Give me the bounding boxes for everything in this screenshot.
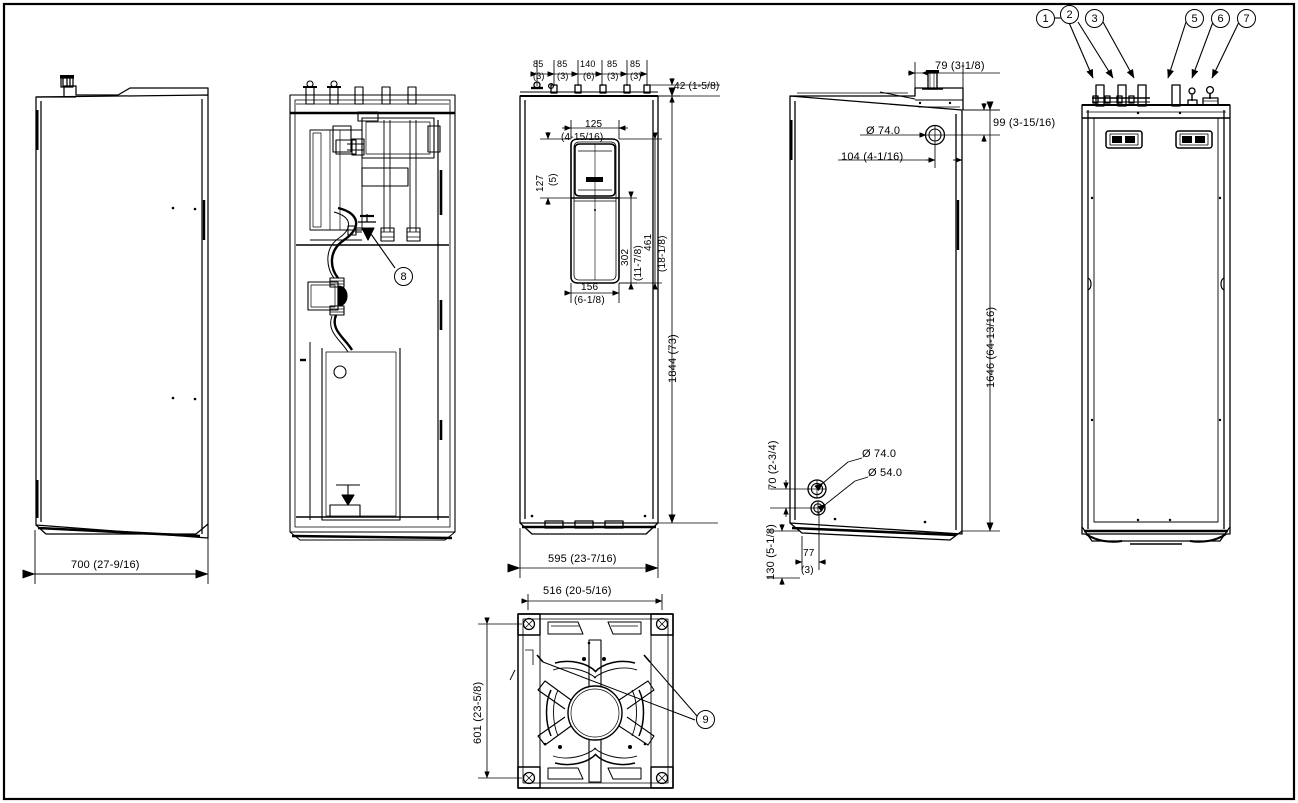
dim-front-overall-width-label: 595 (23-7/16)	[548, 553, 617, 565]
view-right-side	[789, 70, 964, 541]
dim-pipe-1-inch: (3)	[533, 71, 545, 81]
dim-panel-outer-height-mm: 461	[643, 233, 654, 251]
dim-left-view-width-label: 700 (27-9/16)	[71, 559, 140, 571]
balloon-2[interactable]: 2	[1060, 5, 1079, 24]
dim-pipe-3-inch: (6)	[583, 71, 595, 81]
balloon-8-number: 8	[400, 270, 407, 283]
dim-bottom-depth-label: 601 (23-5/8)	[472, 681, 484, 744]
dims-right-view	[768, 62, 1000, 585]
balloon-3-number: 3	[1091, 12, 1098, 25]
view-front	[519, 81, 659, 535]
balloon-2-number: 2	[1066, 8, 1073, 21]
balloon-5[interactable]: 5	[1185, 9, 1204, 28]
view-left-side	[35, 75, 209, 539]
balloon-9-number: 9	[702, 713, 709, 726]
balloon-3[interactable]: 3	[1085, 9, 1104, 28]
balloon-7[interactable]: 7	[1237, 9, 1256, 28]
dim-base-offset-mm: 77	[803, 548, 815, 559]
dim-bottom-width-label: 516 (20-5/16)	[543, 585, 612, 597]
dim-pipe-height-label: 42 (1-5/8)	[674, 81, 720, 92]
dim-lower-port-dia-2-label: Ø 54.0	[868, 467, 903, 479]
dim-pipe-4-inch: (3)	[607, 71, 619, 81]
dim-pipe-5-mm: 85	[630, 59, 641, 69]
balloon-6[interactable]: 6	[1211, 9, 1230, 28]
balloon-6-number: 6	[1217, 12, 1224, 25]
dim-base-offset-inch: (3)	[801, 565, 814, 576]
dim-pipe-4-mm: 85	[607, 59, 618, 69]
balloon-9[interactable]: 9	[696, 710, 715, 729]
balloon-1-number: 1	[1042, 12, 1049, 25]
dims-front-view	[507, 60, 720, 578]
dim-panel-width-inch: (4-15/16)	[561, 132, 604, 143]
dim-panel-top-offset-inch: (5)	[548, 173, 559, 186]
balloon-5-number: 5	[1191, 12, 1198, 25]
balloon-8[interactable]: 8	[394, 267, 413, 286]
dim-base-height-label: 130 (5-1/8)	[765, 523, 777, 580]
view-rear	[1081, 84, 1231, 545]
dim-panel-inner-height-mm: 302	[620, 248, 631, 266]
dim-lower-port-dia-1-label: Ø 74.0	[862, 448, 897, 460]
dim-upper-port-offset-label: 104 (4-1/16)	[841, 151, 904, 163]
dim-total-height-label: 1844 (73)	[667, 334, 679, 383]
view-internal	[289, 80, 456, 541]
dim-panel-top-offset-mm: 127	[535, 174, 546, 192]
dim-lower-port-spacing-label: 70 (2-3/4)	[767, 440, 779, 490]
dim-panel-outer-height-inch: (18-1/8)	[657, 235, 668, 272]
dim-panel-width-mm: 125	[585, 119, 603, 130]
dim-panel-lower-width-inch: (6-1/8)	[574, 295, 605, 306]
balloon-7-number: 7	[1243, 12, 1250, 25]
dim-pipe-5-inch: (3)	[630, 71, 642, 81]
dims-bottom-view	[478, 594, 663, 779]
balloon-9-leaders	[542, 661, 698, 721]
dim-right-top-offset-label: 79 (3-1/8)	[935, 60, 985, 72]
dim-pipe-3-mm: 140	[580, 59, 596, 69]
dim-body-height-label: 1646 (64-13/16)	[985, 306, 997, 388]
dim-left-view-width	[22, 530, 209, 584]
balloon-1[interactable]: 1	[1036, 9, 1055, 28]
dim-upper-port-dia-label: Ø 74.0	[866, 125, 901, 137]
dim-pipe-1-mm: 85	[533, 59, 544, 69]
dim-upper-port-height-label: 99 (3-15/16)	[993, 117, 1056, 129]
balloon-8-leader	[370, 233, 396, 269]
dim-pipe-2-mm: 85	[557, 59, 568, 69]
dim-panel-lower-width-mm: 156	[581, 282, 599, 293]
dim-pipe-2-inch: (3)	[557, 71, 569, 81]
view-bottom	[509, 613, 674, 789]
